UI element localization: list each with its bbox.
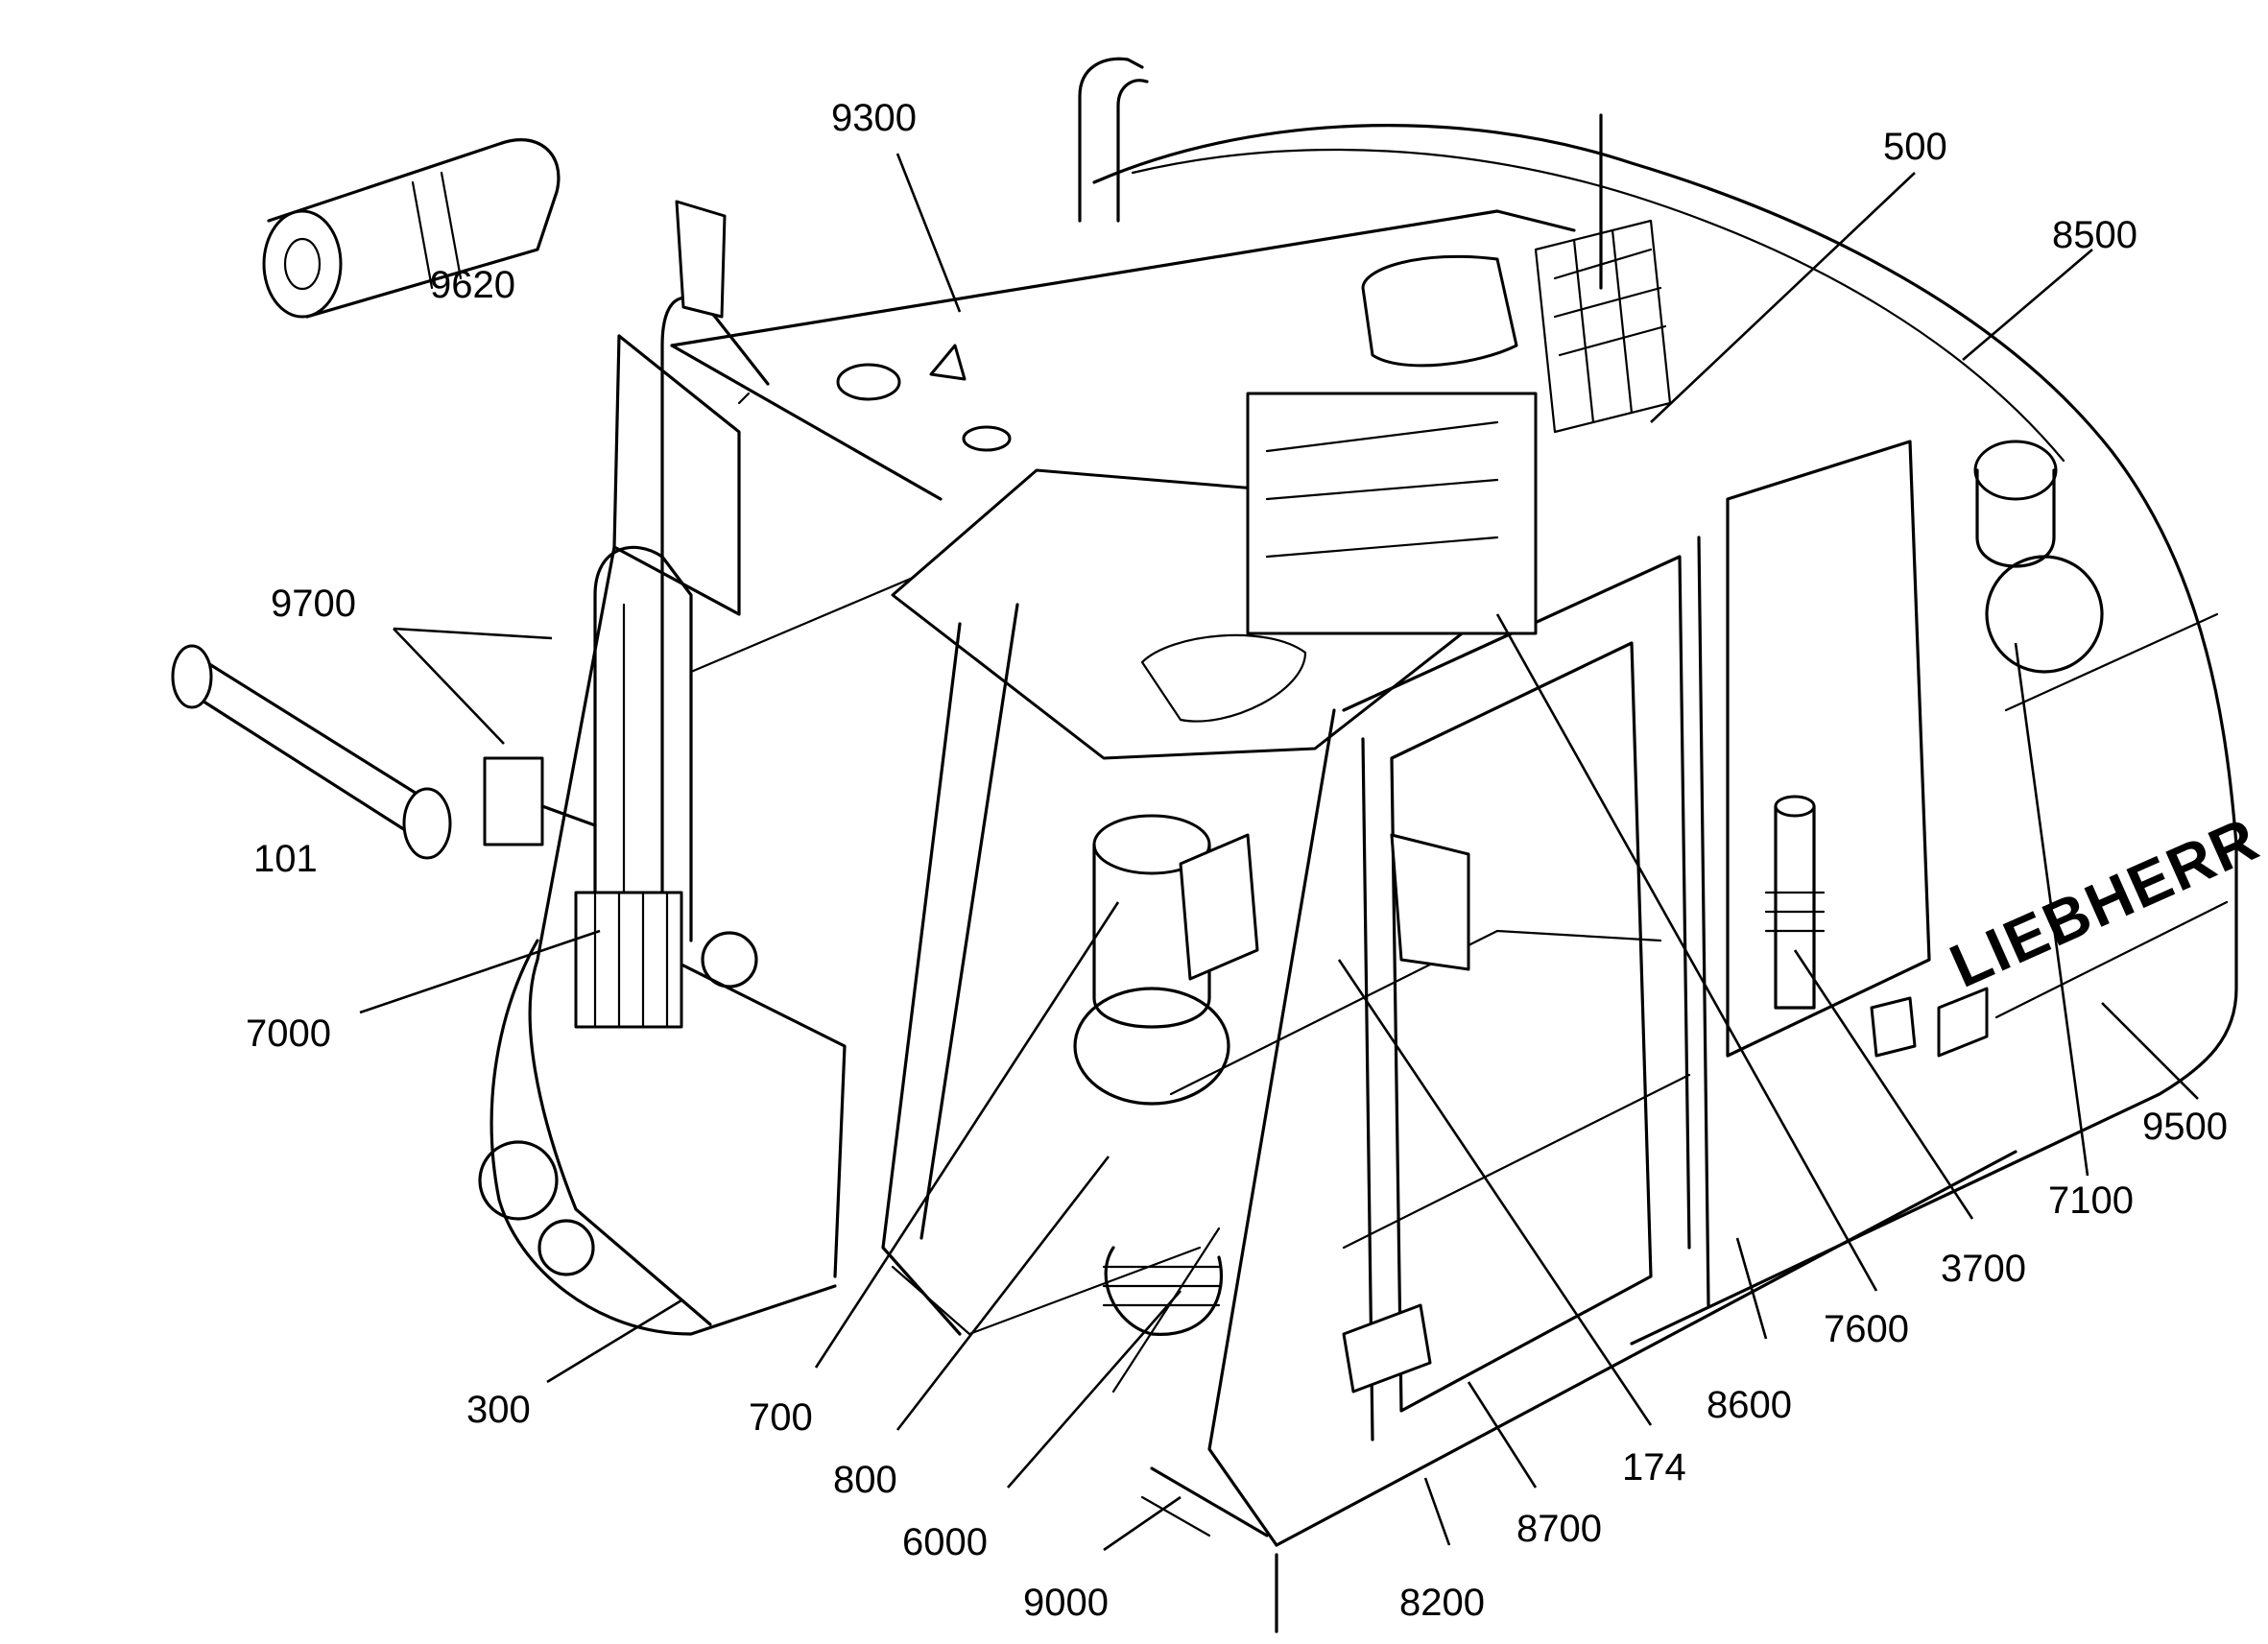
leader-lines bbox=[359, 153, 2199, 1552]
callout-300: 300 bbox=[466, 1389, 531, 1431]
callout-9700: 9700 bbox=[271, 583, 356, 625]
callout-9300: 9300 bbox=[831, 97, 917, 139]
callout-800: 800 bbox=[833, 1459, 897, 1501]
callout-7000: 7000 bbox=[246, 1013, 331, 1055]
callout-3700: 3700 bbox=[1941, 1248, 2026, 1290]
callout-9500: 9500 bbox=[2142, 1106, 2228, 1148]
callout-8700: 8700 bbox=[1516, 1508, 1602, 1550]
callout-8500: 8500 bbox=[2052, 214, 2137, 256]
callout-7600: 7600 bbox=[1824, 1308, 1909, 1350]
callout-9000: 9000 bbox=[1023, 1582, 1109, 1624]
callout-700: 700 bbox=[749, 1396, 813, 1439]
callout-7100: 7100 bbox=[2048, 1179, 2134, 1222]
callout-9620: 9620 bbox=[430, 264, 515, 306]
callout-8200: 8200 bbox=[1399, 1582, 1485, 1624]
brand-text: LIEBHERR bbox=[1940, 803, 2268, 1000]
machine-drawing bbox=[171, 57, 2238, 1633]
callout-174: 174 bbox=[1622, 1446, 1686, 1489]
callout-labels: 9620 9300 500 8500 9700 101 7000 9500 71… bbox=[246, 97, 2228, 1624]
callout-101: 101 bbox=[253, 838, 318, 880]
callout-6000: 6000 bbox=[902, 1521, 988, 1563]
callout-8600: 8600 bbox=[1707, 1384, 1792, 1426]
callout-500: 500 bbox=[1883, 126, 1947, 168]
